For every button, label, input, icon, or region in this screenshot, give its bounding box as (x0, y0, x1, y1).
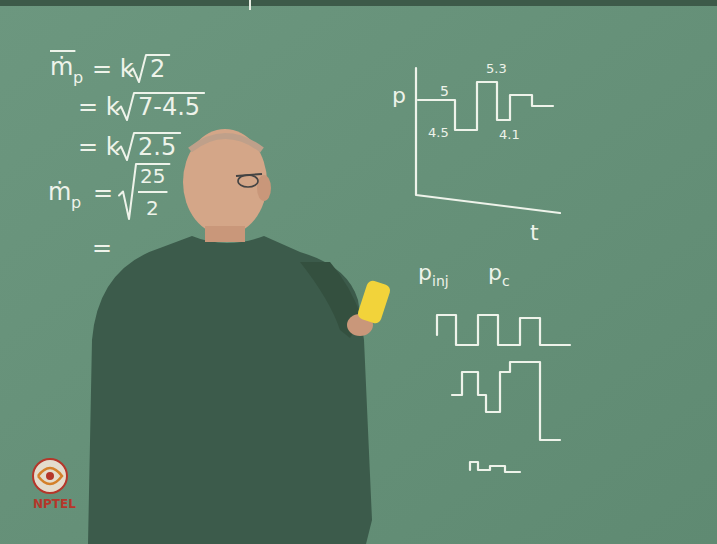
axes (416, 68, 560, 213)
value-label: 5.3 (486, 62, 507, 75)
pressure-waveform (418, 82, 553, 130)
axis-label: t (530, 222, 539, 244)
radical-sign (117, 133, 180, 160)
radicand: 2 (150, 57, 165, 81)
value-label: 4.1 (499, 128, 520, 141)
subscript: c (502, 274, 510, 288)
chalk-mark (249, 0, 251, 10)
equation-text: = (93, 181, 113, 205)
radical-sign (117, 93, 204, 120)
axis-label: p (392, 85, 406, 107)
signal-name: p (488, 262, 502, 284)
chalk-graph (416, 68, 570, 472)
neck (205, 226, 245, 242)
nptel-logo (33, 459, 67, 493)
denominator: 2 (146, 198, 159, 218)
equation-text: = k (92, 57, 134, 81)
square-wave (452, 362, 560, 440)
radical-sign (119, 164, 169, 219)
signal-name: p (418, 262, 432, 284)
radicand: 7-4.5 (138, 95, 200, 119)
value-label: 4.5 (428, 126, 449, 139)
ear (257, 175, 271, 201)
mean-bar (50, 50, 75, 52)
lecturer (88, 129, 392, 544)
rate-symbol: ṁ (50, 55, 73, 79)
equation-text: = k (78, 135, 120, 159)
rate-symbol: ṁ (48, 180, 71, 204)
square-wave (470, 462, 520, 472)
glasses (238, 175, 258, 187)
radicand: 2.5 (138, 135, 176, 159)
value-label: 5 (440, 84, 449, 98)
fraction-bar (138, 191, 167, 193)
board-frame (0, 0, 717, 6)
subscript: p (71, 195, 81, 211)
equation-text: = k (78, 95, 120, 119)
head (183, 129, 267, 235)
logo-text: NPTEL (33, 498, 76, 510)
shirt (88, 236, 372, 544)
hair (190, 136, 262, 150)
equation-text: = (92, 236, 112, 260)
numerator: 25 (140, 166, 165, 186)
subscript: p (73, 70, 83, 86)
radical-sign (129, 55, 169, 82)
duster-sponge (356, 279, 391, 324)
subscript: inj (432, 274, 449, 288)
square-wave (437, 315, 570, 345)
